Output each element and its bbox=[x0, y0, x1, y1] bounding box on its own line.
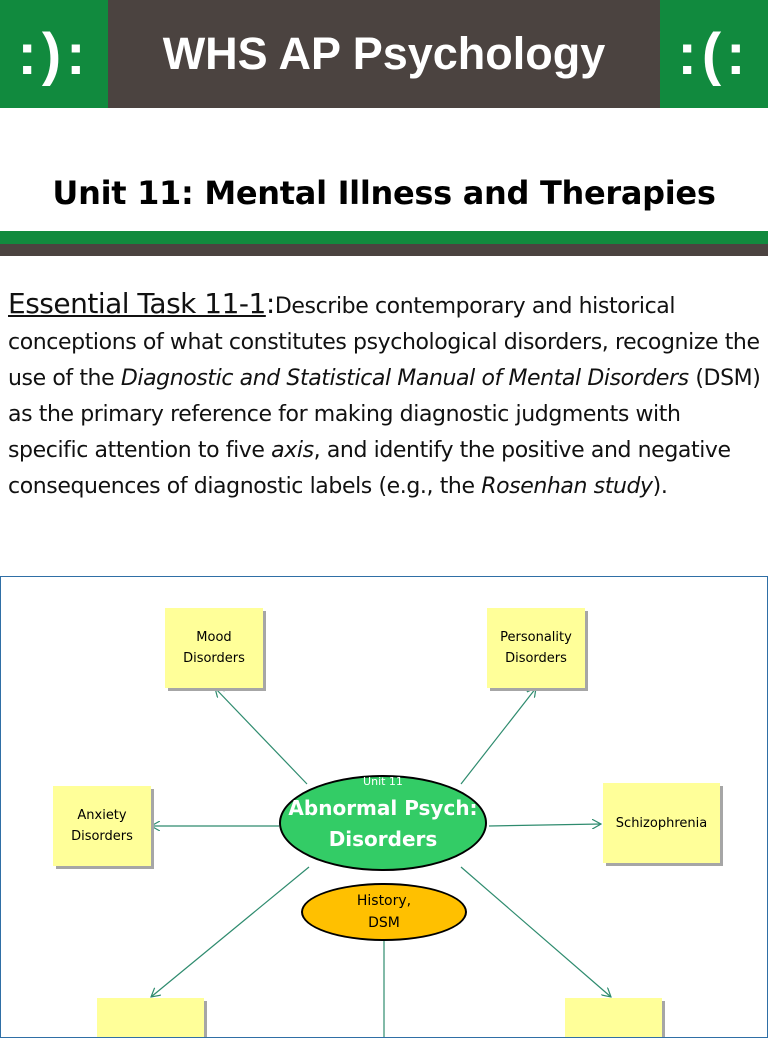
task-italic-axis: axis bbox=[271, 438, 314, 463]
concept-map: Mood Disorders Personality Disorders Anx… bbox=[0, 576, 768, 1038]
node-anxiety-disorders: Anxiety Disorders bbox=[53, 786, 151, 866]
connector-personality bbox=[460, 688, 536, 785]
essential-task-paragraph: Essential Task 11-1:Describe contemporar… bbox=[8, 286, 764, 505]
history-dsm-node: History, DSM bbox=[301, 883, 467, 941]
node-lower-right-cut bbox=[565, 998, 662, 1037]
divider-gray bbox=[0, 244, 768, 256]
header-banner: :): WHS AP Psychology :(: bbox=[0, 0, 768, 108]
connector-lower-right bbox=[460, 866, 611, 997]
task-italic-rosenhan: Rosenhan study bbox=[481, 474, 653, 499]
smiley-face-icon: :): bbox=[0, 0, 108, 108]
connector-mood bbox=[215, 688, 308, 785]
node-schizophrenia: Schizophrenia bbox=[603, 783, 720, 863]
divider-green bbox=[0, 231, 768, 244]
site-title: WHS AP Psychology bbox=[108, 0, 660, 108]
center-node-title: Abnormal Psych: Disorders bbox=[288, 796, 478, 851]
task-text-3: , and identify the positive and negative… bbox=[8, 438, 731, 499]
node-lower-left-cut bbox=[97, 998, 204, 1037]
center-node: Unit 11 Abnormal Psych: Disorders bbox=[279, 775, 487, 871]
center-node-unit: Unit 11 bbox=[363, 775, 403, 788]
frowny-face-icon: :(: bbox=[660, 0, 768, 108]
task-italic-dsm: Diagnostic and Statistical Manual of Men… bbox=[120, 366, 689, 391]
task-text-4: ). bbox=[652, 474, 668, 499]
task-text-1: Describe contemporary and historical con… bbox=[8, 294, 760, 391]
node-mood-disorders: Mood Disorders bbox=[165, 608, 263, 688]
connector-lower-left bbox=[151, 866, 310, 997]
task-label: Essential Task 11-1 bbox=[8, 287, 266, 320]
unit-title: Unit 11: Mental Illness and Therapies bbox=[52, 174, 716, 212]
history-dsm-label: History, DSM bbox=[356, 893, 412, 931]
connector-lines bbox=[1, 577, 767, 1037]
connector-schizophrenia bbox=[488, 824, 601, 826]
node-personality-disorders: Personality Disorders bbox=[487, 608, 585, 688]
task-text-2: (DSM) as the primary reference for makin… bbox=[8, 366, 761, 463]
task-label-colon: : bbox=[265, 287, 275, 320]
